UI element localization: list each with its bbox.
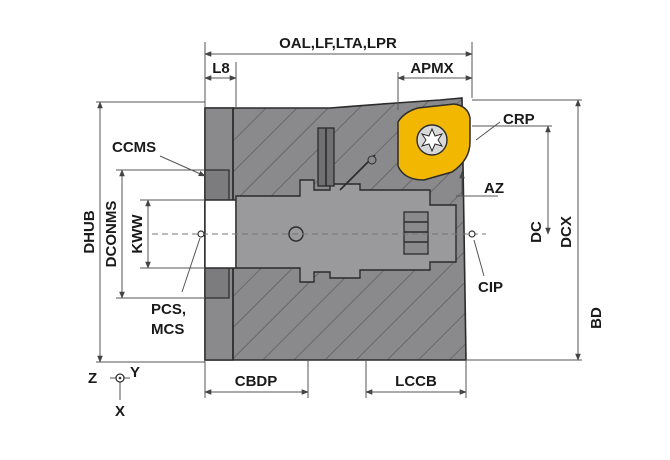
insert-icon — [397, 103, 471, 181]
inner-cavity — [235, 179, 457, 283]
label-l8: L8 — [212, 60, 230, 77]
label-crp: CRP — [503, 111, 535, 128]
extension-lines — [96, 42, 582, 398]
label-apmx: APMX — [410, 60, 453, 77]
label-oal: OAL,LF,LTA,LPR — [279, 35, 397, 52]
axis-z-label: Z — [88, 370, 97, 387]
label-mcs: MCS — [151, 321, 184, 338]
label-az: AZ — [484, 180, 504, 197]
label-pcs: PCS, — [151, 301, 186, 318]
axis-x-label: X — [115, 403, 125, 420]
dimension-lines — [97, 51, 581, 395]
cip-point — [468, 230, 476, 238]
label-ccms: CCMS — [112, 139, 156, 156]
label-cbdp: CBDP — [235, 373, 278, 390]
coolant-port — [367, 155, 377, 165]
label-dc: DC — [528, 221, 545, 243]
arbor-bolt — [403, 211, 429, 255]
center-bore — [204, 199, 237, 269]
coordinate-system-icon: Z Y X — [88, 364, 140, 420]
label-cip: CIP — [478, 279, 503, 296]
torx-screw-icon — [416, 124, 448, 156]
label-bd: BD — [588, 307, 605, 329]
label-dconms: DCONMS — [103, 201, 120, 268]
label-kww: KWW — [129, 214, 146, 254]
pcs-point — [197, 230, 205, 238]
label-dcx: DCX — [558, 216, 575, 248]
label-lccb: LCCB — [395, 373, 437, 390]
label-dhub: DHUB — [81, 210, 98, 253]
axis-y-label: Y — [130, 364, 140, 381]
